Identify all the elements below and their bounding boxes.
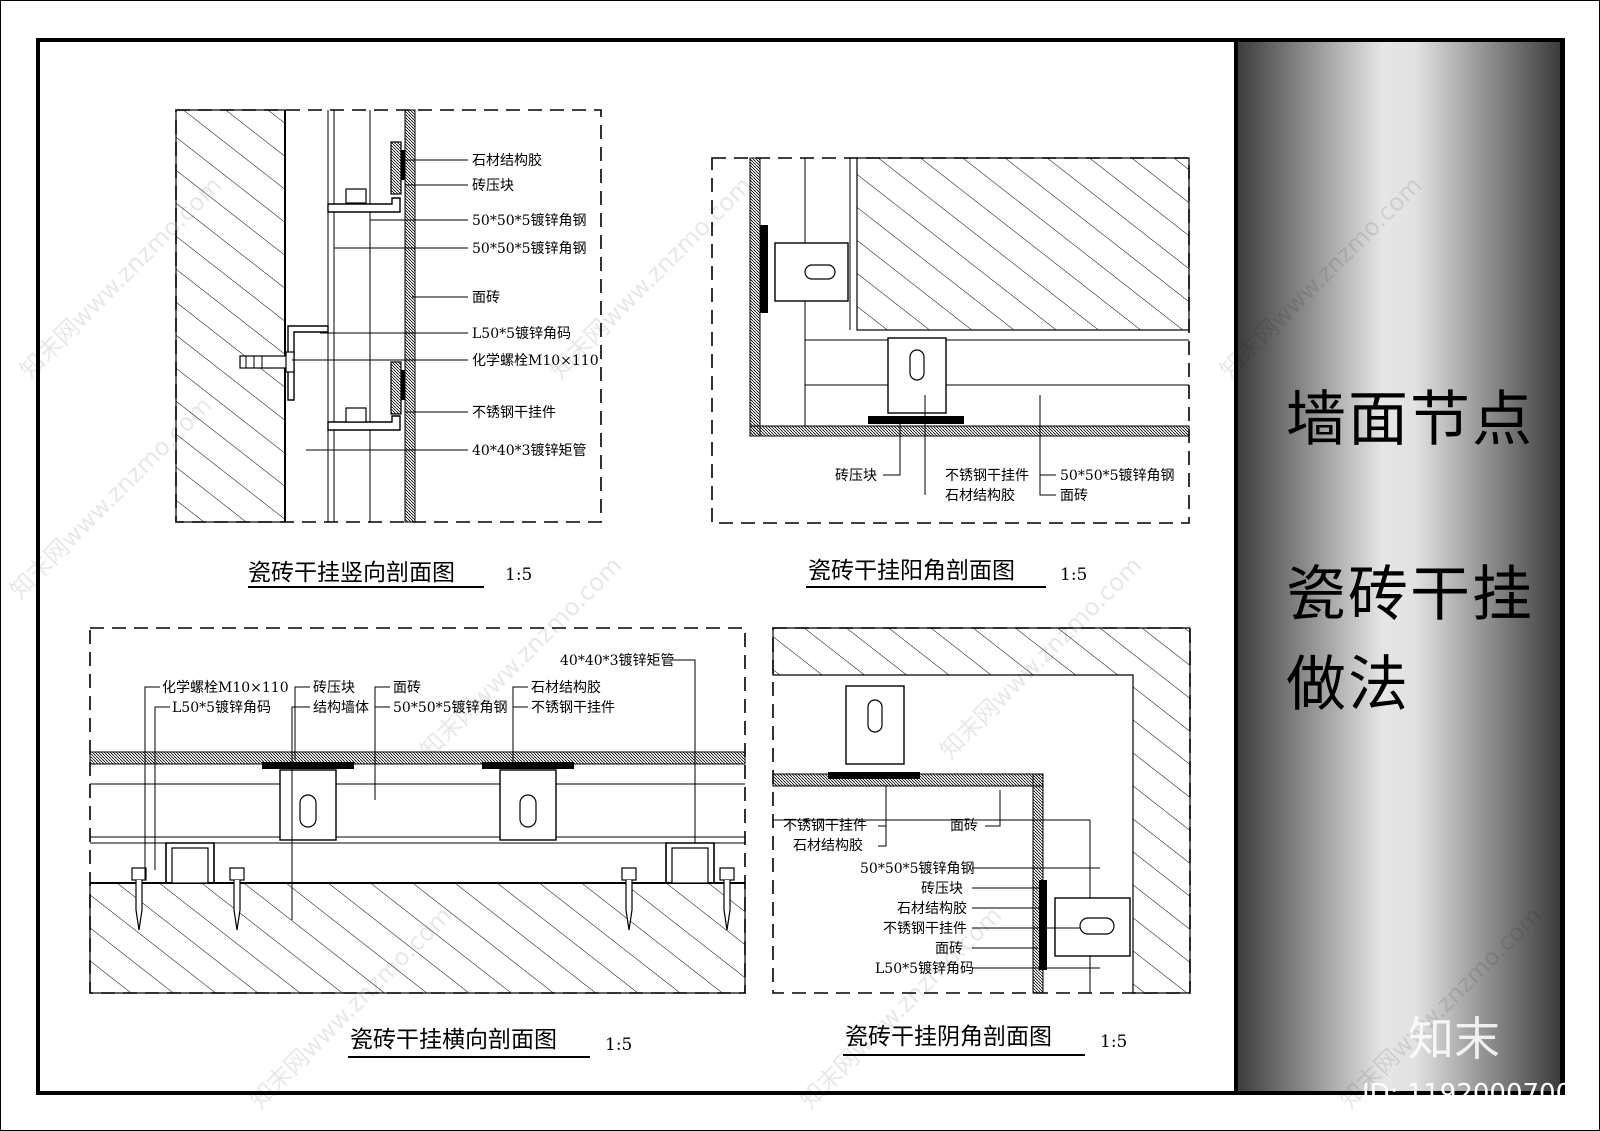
side-title: 墙面节点	[1286, 385, 1534, 455]
detail-horizontal-section: 化学螺栓M10×110 L50*5镀锌角码 砖压块 结构墙体 面砖 50*50*…	[89, 627, 746, 1058]
ic-label-4: 50*50*5镀锌角钢	[860, 860, 975, 877]
oc-label-1: 砖压块	[835, 468, 877, 484]
v-scale: 1:5	[505, 565, 532, 585]
v-label-6: L50*5镀锌角码	[472, 325, 571, 342]
watermark-logo: 知末	[1408, 1012, 1500, 1066]
oc-scale: 1:5	[1060, 565, 1087, 585]
v-title: 瓷砖干挂竖向剖面图	[248, 560, 455, 586]
h-label-2: L50*5镀锌角码	[172, 699, 271, 716]
ic-label-2: 石材结构胶	[793, 837, 863, 854]
watermark-id: ID: 1192000700	[1362, 1079, 1572, 1109]
v-label-3: 50*50*5镀锌角钢	[472, 212, 587, 229]
detail-outer-corner: 砖压块 不锈钢干挂件 石材结构胶 50*50*5镀锌角钢 面砖 瓷砖干挂阳角剖面…	[711, 157, 1190, 588]
v-label-2: 砖压块	[472, 178, 514, 194]
ic-label-1: 不锈钢干挂件	[783, 818, 867, 834]
ic-scale: 1:5	[1100, 1032, 1127, 1052]
v-label-7: 化学螺栓M10×110	[472, 353, 599, 369]
h-label-9: 不锈钢干挂件	[531, 700, 615, 716]
v-label-1: 石材结构胶	[472, 152, 542, 169]
oc-label-5: 面砖	[1060, 488, 1088, 504]
v-label-4: 50*50*5镀锌角钢	[472, 240, 587, 257]
side-subtitle-line2: 做法	[1286, 650, 1410, 720]
h-label-5: 面砖	[393, 680, 421, 696]
ic-label-6: 石材结构胶	[897, 900, 967, 917]
oc-label-2: 不锈钢干挂件	[945, 468, 1029, 484]
ic-label-9: L50*5镀锌角码	[875, 960, 974, 977]
detail-vertical-section: 石材结构胶 砖压块 50*50*5镀锌角钢 50*50*5镀锌角钢 面砖 L50…	[175, 109, 602, 588]
h-label-8: 石材结构胶	[531, 679, 601, 696]
ic-label-8: 面砖	[935, 941, 963, 957]
h-title: 瓷砖干挂横向剖面图	[350, 1027, 557, 1053]
detail-inner-corner: 不锈钢干挂件 石材结构胶 面砖 50*50*5镀锌角钢 砖压块 石材结构胶 不锈…	[772, 627, 1191, 1056]
v-label-5: 面砖	[472, 290, 500, 306]
ic-title: 瓷砖干挂阴角剖面图	[845, 1024, 1052, 1050]
ic-label-7: 不锈钢干挂件	[883, 921, 967, 937]
side-panel: 墙面节点 瓷砖干挂 做法	[1234, 38, 1564, 1095]
h-label-3: 砖压块	[313, 680, 355, 696]
h-label-1: 化学螺栓M10×110	[162, 680, 289, 696]
h-label-6: 50*50*5镀锌角钢	[393, 699, 508, 716]
h-label-7: 40*40*3镀锌矩管	[560, 652, 675, 669]
v-label-8: 不锈钢干挂件	[472, 405, 556, 421]
oc-label-3: 石材结构胶	[945, 487, 1015, 504]
ic-label-5: 砖压块	[921, 881, 963, 897]
watermark-site-2: 知末网www.znzmo.com	[544, 171, 757, 384]
h-scale: 1:5	[605, 1035, 632, 1055]
h-label-4: 结构墙体	[313, 700, 369, 716]
ic-label-3: 面砖	[950, 818, 978, 834]
side-subtitle-line1: 瓷砖干挂	[1286, 560, 1534, 630]
oc-title: 瓷砖干挂阳角剖面图	[808, 558, 1015, 584]
oc-label-4: 50*50*5镀锌角钢	[1060, 467, 1175, 484]
v-label-9: 40*40*3镀锌矩管	[472, 442, 587, 459]
